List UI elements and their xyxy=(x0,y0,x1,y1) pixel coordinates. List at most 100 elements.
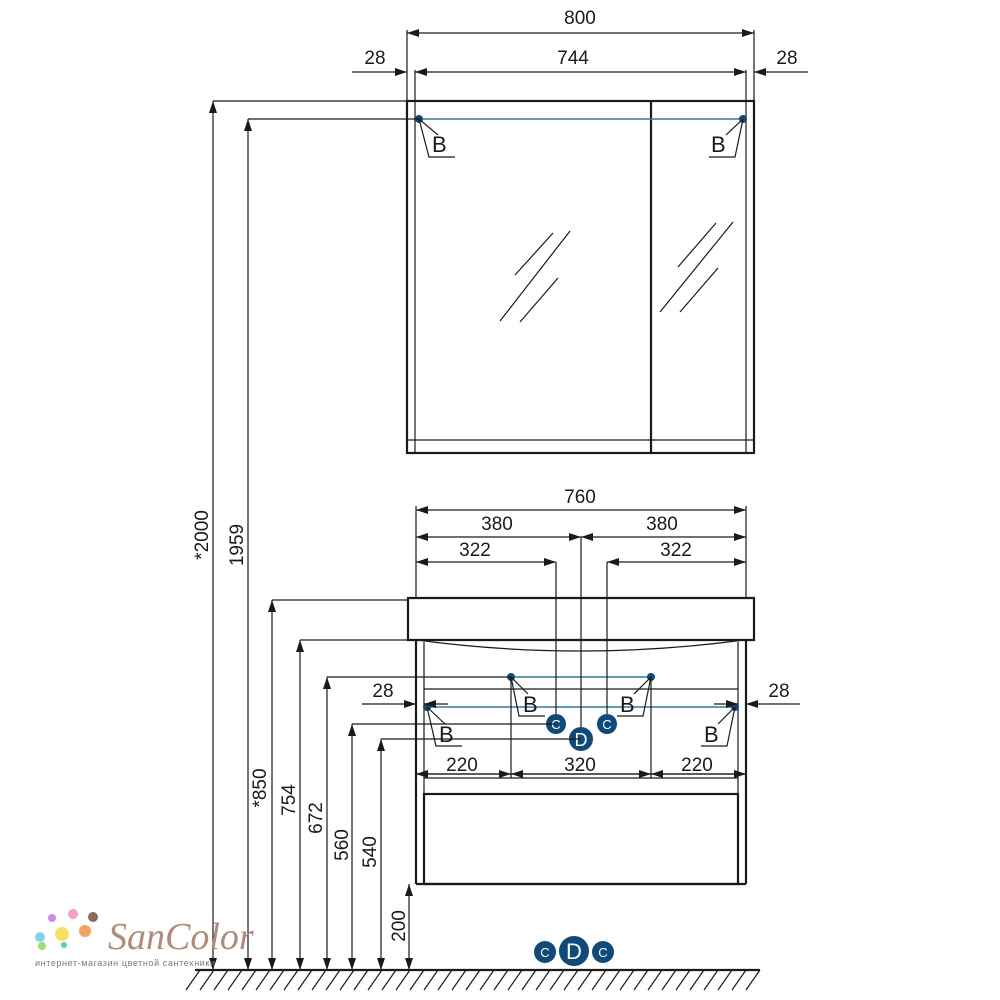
floor-hatch-line xyxy=(745,969,761,991)
floor-hatch-line xyxy=(535,969,551,991)
floor-hatch-line xyxy=(367,969,383,991)
floor-hatch-line xyxy=(199,969,215,991)
dim-mirror-total-width: 800 xyxy=(564,8,596,29)
dim-height-sink: *850 xyxy=(250,768,271,807)
callout-b-mirror-right: B xyxy=(709,118,744,158)
callout-b-vanity-upper-left: B xyxy=(510,676,545,717)
mirror-reflection-right xyxy=(659,221,734,313)
marker-d-label: D xyxy=(566,939,582,964)
floor-hatch-line xyxy=(241,969,257,991)
vanity-unit: B B B B C C D xyxy=(406,537,756,886)
marker-b-label: B xyxy=(711,132,726,157)
floor-hatch-line xyxy=(325,969,341,991)
floor-hatch-line xyxy=(409,969,425,991)
dim-height-754: 754 xyxy=(279,784,300,816)
floor-hatch-line xyxy=(675,969,691,991)
dim-vanity-width: 760 xyxy=(564,487,596,508)
brand-tagline: интернет-магазин цветной сантехники xyxy=(35,958,216,968)
marker-b-label: B xyxy=(432,132,447,157)
marker-c-label: C xyxy=(598,945,607,960)
callout-b-mirror-left: B xyxy=(418,118,455,158)
brand-logo: SanColor интернет-магазин цветной сантех… xyxy=(35,909,254,968)
floor-hatch-line xyxy=(577,969,593,991)
dim-vanity-offset-right: 322 xyxy=(660,540,692,561)
floor-hatch-line xyxy=(395,969,411,991)
dim-vanity-offset-left: 322 xyxy=(459,540,491,561)
floor-hatch-line xyxy=(647,969,663,991)
dim-vanity-side-right: 28 xyxy=(768,681,789,702)
floor-line xyxy=(185,968,761,991)
dim-mirror-side-right: 28 xyxy=(776,48,797,69)
floor-hatch-line xyxy=(661,969,677,991)
floor-hatch-line xyxy=(185,969,201,991)
marker-b-label: B xyxy=(620,692,635,717)
floor-hatch-line xyxy=(633,969,649,991)
floor-hatch-line xyxy=(619,969,635,991)
dim-bottom-right: 220 xyxy=(681,755,713,776)
floor-hatch-line xyxy=(213,969,229,991)
vanity-width-dimensions: 760 380 380 322 322 28 28 xyxy=(362,487,800,778)
dim-mirror-side-left: 28 xyxy=(364,48,385,69)
sink-bowl-curve xyxy=(416,639,745,652)
callout-b-vanity-lower-right: B xyxy=(701,706,736,747)
floor-hatch-line xyxy=(255,969,271,991)
floor-hatch-line xyxy=(731,969,747,991)
dim-bottom-left: 220 xyxy=(446,755,478,776)
floor-hatch-line xyxy=(227,969,243,991)
marker-b-label: B xyxy=(439,722,454,747)
floor-hatch-line xyxy=(339,969,355,991)
dim-vanity-half-right: 380 xyxy=(646,514,678,535)
floor-hatch-line xyxy=(507,969,523,991)
dim-bottom-middle: 320 xyxy=(564,755,596,776)
floor-hatch-line xyxy=(297,969,313,991)
marker-b-label: B xyxy=(704,722,719,747)
dim-vanity-half-left: 380 xyxy=(481,514,513,535)
marker-c-label: C xyxy=(540,945,549,960)
mirror-width-dimensions: 800 744 28 28 xyxy=(352,8,808,101)
height-dimensions: *2000 1959 *850 754 672 560 540 xyxy=(192,100,581,970)
dim-mirror-inner-width: 744 xyxy=(557,48,589,69)
dim-height-672: 672 xyxy=(306,802,327,834)
dim-height-540: 540 xyxy=(360,836,381,868)
marker-c-floor-left xyxy=(534,941,556,963)
dim-height-mirror-light: 1959 xyxy=(227,524,248,566)
dim-height-legs: 200 xyxy=(389,910,410,942)
marker-d-floor xyxy=(559,936,589,966)
connection-markers-floor: C D C xyxy=(534,936,614,966)
sink-countertop xyxy=(406,596,756,642)
floor-hatch-line xyxy=(703,969,719,991)
floor-hatch-line xyxy=(479,969,495,991)
floor-hatch-line xyxy=(423,969,439,991)
floor-hatch-line xyxy=(437,969,453,991)
floor-hatch-line xyxy=(353,969,369,991)
floor-hatch-line xyxy=(605,969,621,991)
floor-hatch-line xyxy=(521,969,537,991)
callout-b-vanity-upper-right: B xyxy=(617,676,652,717)
floor-hatch-line xyxy=(311,969,327,991)
floor-hatch-line xyxy=(283,969,299,991)
floor-hatch-line xyxy=(493,969,509,991)
marker-b-label: B xyxy=(523,692,538,717)
floor-hatch-line xyxy=(451,969,467,991)
mirror-reflection-left xyxy=(499,230,571,323)
dim-height-total: *2000 xyxy=(192,510,213,560)
mirror-cabinet-outline xyxy=(405,99,756,455)
logo-dots-icon xyxy=(35,909,98,950)
marker-c-label: C xyxy=(602,717,611,732)
floor-hatch-line xyxy=(465,969,481,991)
mirror-cabinet: B B xyxy=(405,99,756,455)
floor-hatch-line xyxy=(381,969,397,991)
marker-c-floor-right xyxy=(592,941,614,963)
floor-hatch-line xyxy=(563,969,579,991)
dim-vanity-side-left: 28 xyxy=(372,681,393,702)
callout-b-vanity-lower-left: B xyxy=(426,706,462,747)
floor-hatch-line xyxy=(717,969,733,991)
brand-name: SanColor xyxy=(108,916,254,958)
floor-hatch-line xyxy=(549,969,565,991)
marker-c-hot xyxy=(597,714,617,734)
floor-hatch-line xyxy=(591,969,607,991)
marker-d-label: D xyxy=(575,730,588,750)
dim-height-560: 560 xyxy=(332,829,353,861)
